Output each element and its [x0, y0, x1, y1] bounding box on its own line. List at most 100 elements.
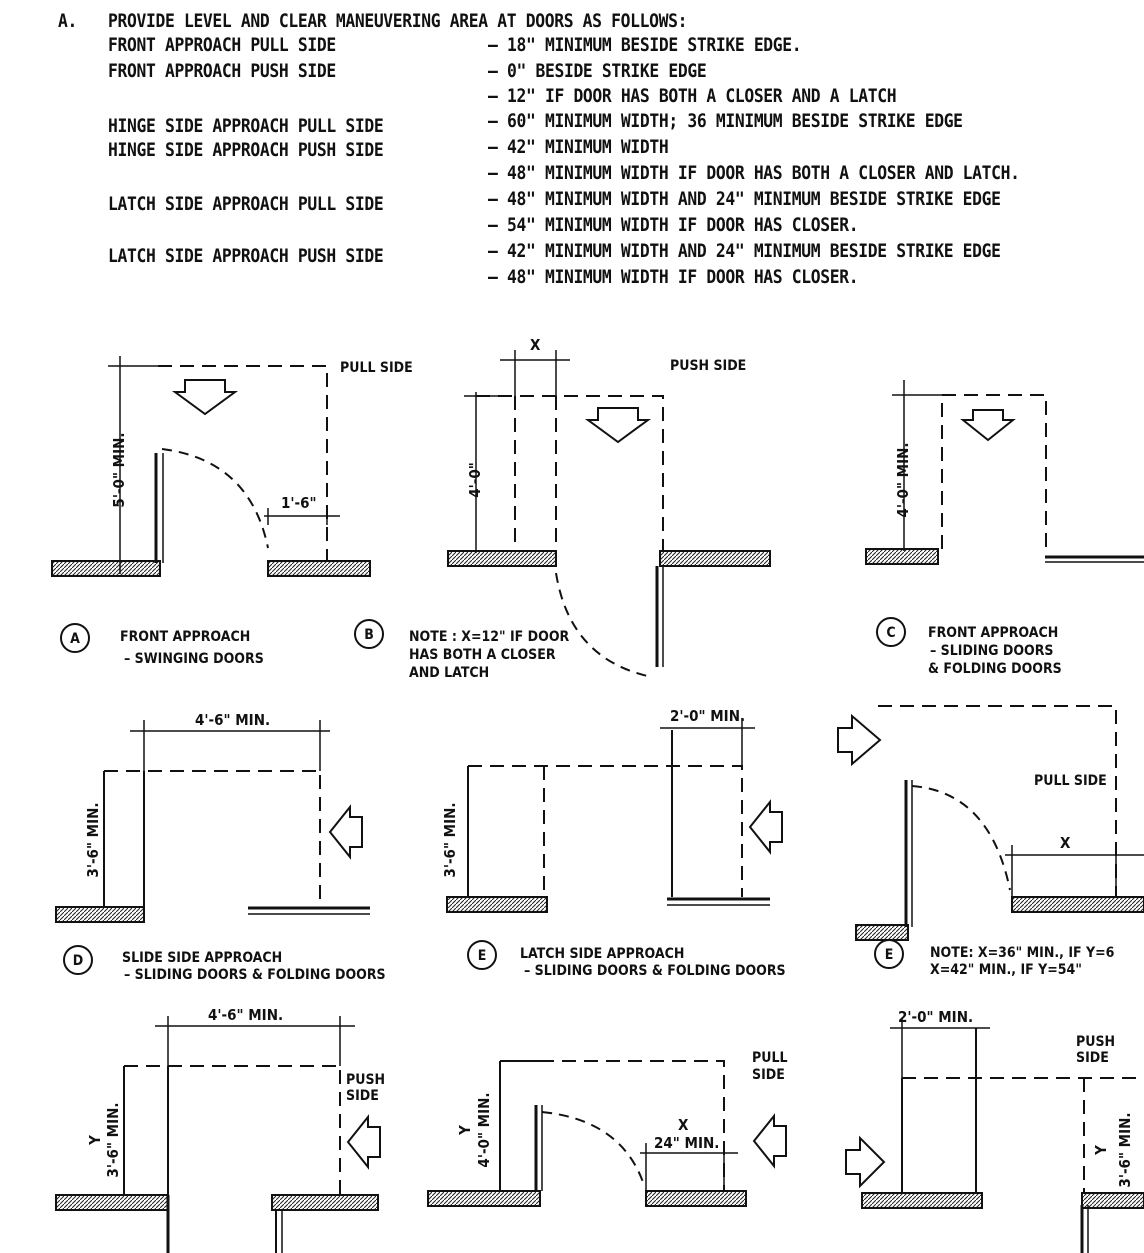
note-right-3: – 12" IF DOOR HAS BOTH A CLOSER AND A LA… — [488, 85, 897, 107]
note-right-10: – 48" MINIMUM WIDTH IF DOOR HAS CLOSER. — [488, 266, 859, 288]
dimension-label: 4'-6" MIN. — [195, 711, 270, 729]
push-pull-arrow-icon — [845, 1135, 886, 1189]
figure-caption: – SLIDING DOORS & FOLDING DOORS — [524, 963, 786, 979]
dimension-label: 4'-0" MIN. — [475, 1092, 493, 1167]
wall — [645, 1190, 747, 1207]
figure-latch-side-push: 2'-0" MIN. PUSH SIDE Y 3'-6" MIN. — [845, 1008, 1144, 1253]
note-left-1: FRONT APPROACH PULL SIDE — [108, 34, 336, 56]
note-right-7: – 48" MINIMUM WIDTH AND 24" MINIMUM BESI… — [488, 188, 1001, 210]
figure-tag: A — [70, 631, 80, 647]
dimension-label: 3'-6" MIN. — [84, 802, 102, 877]
dimension-label: Y — [456, 1125, 474, 1136]
clear-space-outline — [104, 770, 321, 907]
figure-tag-circle — [874, 939, 904, 969]
figure-hinge-side-push: 4'-6" MIN. Y 3'-6" MIN. PUSH SIDE — [55, 1006, 385, 1253]
figure-caption: & FOLDING DOORS — [928, 661, 1062, 677]
figure-b-front-approach-push: X PUSH SIDE 4'-0" B NOTE : X=12" IF DOOR… — [354, 336, 771, 681]
figure-tag-circle — [467, 940, 497, 970]
side-label: PULL SIDE — [1034, 773, 1107, 789]
note-left-4: HINGE SIDE APPROACH PUSH SIDE — [108, 139, 384, 161]
figure-a-front-approach-swinging: PULL SIDE 5'-0" MIN. 1'-6" A FRONT APPRO… — [51, 356, 413, 667]
note-right-6: – 48" MINIMUM WIDTH IF DOOR HAS BOTH A C… — [488, 162, 1020, 184]
dimension-label: 2'-0" MIN. — [670, 707, 745, 725]
figure-caption: LATCH SIDE APPROACH — [520, 946, 684, 962]
push-pull-arrow-icon — [584, 407, 652, 444]
push-pull-arrow-icon — [752, 1113, 787, 1169]
side-label: SIDE — [346, 1088, 379, 1104]
figure-tag: D — [73, 953, 83, 969]
figure-tag: E — [885, 947, 894, 963]
wall — [427, 1190, 541, 1207]
figure-caption: X=42" MIN., IF Y=54" — [930, 962, 1082, 978]
dimension-label: Y — [1092, 1145, 1110, 1156]
figure-latch-side-pull: X 24" MIN. Y 4'-0" MIN. PULL SIDE — [427, 1050, 788, 1207]
side-label: PUSH — [346, 1072, 385, 1088]
dimension-label: 2'-0" MIN. — [898, 1008, 973, 1026]
figure-caption: NOTE : X=12" IF DOOR — [409, 629, 570, 645]
push-pull-arrow-icon — [328, 804, 363, 860]
dimension-label: 5'-0" MIN. — [110, 432, 128, 507]
note-right-1: – 18" MINIMUM BESIDE STRIKE EDGE. — [488, 34, 802, 56]
wall — [446, 896, 548, 913]
figure-d-slide-side-approach: 4'-6" MIN. 3'-6" MIN. D SLIDE SIDE APPRO… — [55, 711, 386, 983]
dimension-label: 3'-6" MIN. — [1116, 1112, 1134, 1187]
note-right-8: – 54" MINIMUM WIDTH IF DOOR HAS CLOSER. — [488, 214, 859, 236]
wall — [855, 924, 909, 941]
figure-caption: – SLIDING DOORS — [930, 643, 1054, 659]
door-swing-arc — [161, 448, 269, 549]
figure-tag: C — [886, 625, 895, 641]
figure-tag-circle — [354, 619, 384, 649]
wall — [865, 548, 939, 565]
clearance-notes: A. PROVIDE LEVEL AND CLEAR MANEUVERING A… — [0, 0, 1144, 300]
wall — [1011, 896, 1144, 913]
figure-c-front-approach-sliding: 4'-0" MIN. C FRONT APPROACH – SLIDING DO… — [865, 380, 1144, 677]
figure-tag: B — [364, 627, 374, 643]
side-label: PUSH — [1076, 1034, 1115, 1050]
side-label: SIDE — [1076, 1050, 1109, 1066]
side-label: PULL — [752, 1050, 788, 1066]
wall — [271, 1194, 379, 1211]
figure-e-hinge-side-pull: X PULL SIDE E NOTE: X=36" MIN., IF Y=6 X… — [837, 705, 1144, 978]
push-pull-arrow-icon — [346, 1114, 381, 1170]
dimension-label: 4'-0" MIN. — [894, 442, 912, 517]
door-swing-arc — [555, 572, 653, 678]
dimension-label: X — [678, 1116, 689, 1134]
dimension-label: 4'-6" MIN. — [208, 1006, 283, 1024]
figure-caption: FRONT APPROACH — [928, 625, 1058, 641]
figure-caption: SLIDE SIDE APPROACH — [122, 950, 282, 966]
clear-space-outline — [540, 1060, 725, 1191]
note-right-9: – 42" MINIMUM WIDTH AND 24" MINIMUM BESI… — [488, 240, 1001, 262]
dimension-label: 3'-6" MIN. — [441, 802, 459, 877]
push-pull-arrow-icon — [748, 799, 783, 855]
figure-tag-circle — [876, 617, 906, 647]
note-left-6: LATCH SIDE APPROACH PUSH SIDE — [108, 245, 384, 267]
door-swing-arc — [911, 785, 1011, 891]
clear-space-outline — [468, 765, 743, 897]
wall — [51, 560, 161, 577]
wall — [659, 550, 771, 567]
note-left-5: LATCH SIDE APPROACH PULL SIDE — [108, 193, 384, 215]
figure-caption: NOTE: X=36" MIN., IF Y=6 — [930, 945, 1115, 961]
figure-caption: AND LATCH — [409, 665, 489, 681]
clear-space-outline — [941, 394, 1047, 555]
door-swing-arc — [541, 1111, 645, 1186]
figure-tag-circle — [60, 623, 90, 653]
wall — [55, 1194, 169, 1211]
note-left-2: FRONT APPROACH PUSH SIDE — [108, 60, 336, 82]
note-right-4: – 60" MINIMUM WIDTH; 36 MINIMUM BESIDE S… — [488, 110, 963, 132]
clear-space-outline — [124, 1065, 341, 1195]
wall — [861, 1192, 983, 1209]
dimension-label: X — [530, 336, 541, 354]
wall — [447, 550, 557, 567]
clear-space-outline — [476, 395, 664, 551]
side-label: PUSH SIDE — [670, 358, 746, 374]
dimension-label: 4'-0" — [466, 462, 484, 498]
figure-tag: E — [478, 948, 487, 964]
side-label: PULL SIDE — [340, 360, 413, 376]
dimension-label: 1'-6" — [281, 494, 317, 512]
wall — [55, 906, 145, 923]
dimension-label: 24" MIN. — [654, 1134, 719, 1152]
note-left-3: HINGE SIDE APPROACH PULL SIDE — [108, 115, 384, 137]
clear-space-outline — [878, 705, 1117, 897]
